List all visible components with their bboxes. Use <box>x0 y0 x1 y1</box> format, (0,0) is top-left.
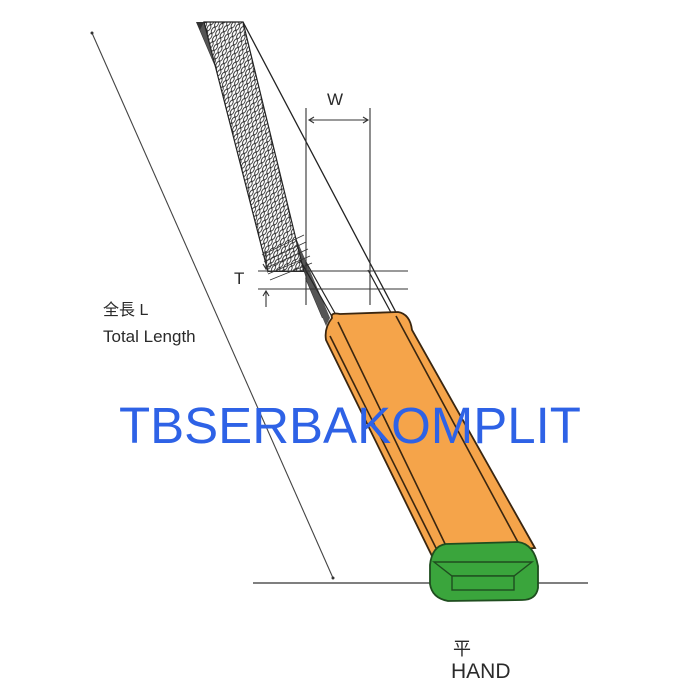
file-type-label-jp: 平 <box>453 639 471 659</box>
width-dimension <box>305 108 371 305</box>
thickness-dimension <box>258 252 408 307</box>
width-label: W <box>327 90 344 109</box>
handle-end-cap <box>429 541 539 602</box>
file-type-label-en: HAND <box>451 660 511 683</box>
file-handle <box>324 311 537 557</box>
total-length-label-en: Total Length <box>103 327 196 346</box>
total-length-dimension-line <box>90 31 335 580</box>
file-blade <box>196 21 401 326</box>
total-length-label-jp: 全長 L <box>103 302 149 319</box>
thickness-label: T <box>234 269 245 288</box>
watermark-text: TBSERBAKOMPLIT <box>119 397 581 454</box>
